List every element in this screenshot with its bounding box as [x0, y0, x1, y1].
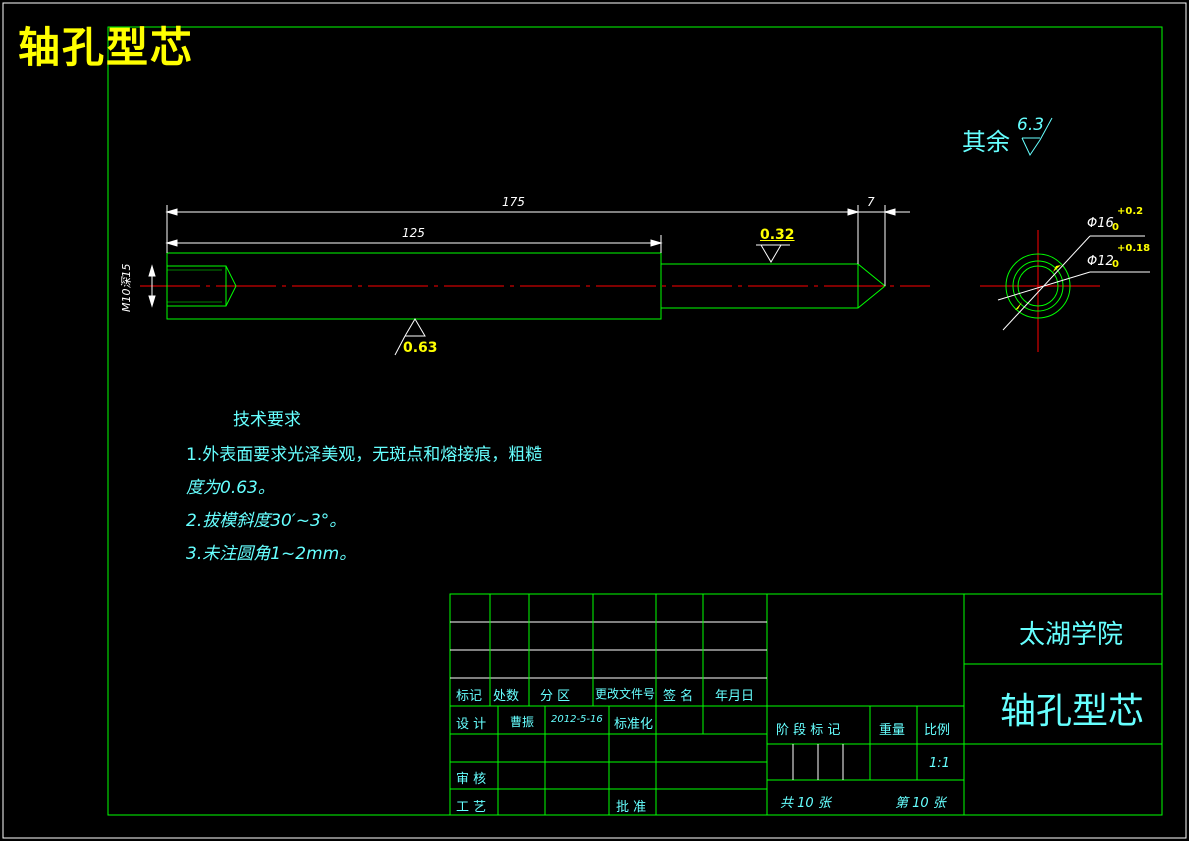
tb-header-count: 处数 [493, 689, 520, 704]
dimension-lines [148, 205, 910, 308]
dim-125-label: 125 [402, 226, 425, 240]
tb-header-date: 年月日 [715, 689, 755, 704]
tb-sheet-number: 第 10 张 [895, 796, 946, 811]
roughness-symbol-063 [404, 318, 426, 337]
tb-scale-label: 比例 [924, 723, 951, 738]
rest-roughness-label: 其余 [962, 128, 1010, 156]
dim-phi12-lower-tol: 0 [1112, 259, 1119, 270]
tb-stage-label: 阶 段 标 记 [776, 723, 841, 738]
inner-circle [1017, 265, 1059, 307]
dim-175-label: 175 [502, 195, 525, 209]
dim-7-label: 7 [867, 195, 875, 209]
title-block-grid [449, 593, 1163, 816]
tb-designer: 曹振 [510, 715, 535, 729]
tech-line-3: 2.拔模斜度30′~3°。 [186, 511, 347, 531]
roughness-symbol-032 [760, 244, 782, 263]
shaft-front-view [140, 252, 930, 320]
tb-scale-value: 1:1 [929, 756, 950, 771]
dim-phi12-label: Φ12 [1087, 254, 1114, 269]
outer-circle [1005, 253, 1071, 319]
tech-heading: 技术要求 [233, 410, 301, 430]
tb-process-label: 工 艺 [456, 800, 487, 815]
middle-circle [1012, 260, 1064, 312]
tech-line-2: 度为0.63。 [186, 478, 275, 498]
dim-phi16-upper-tol: +0.2 [1117, 206, 1144, 217]
dim-phi16-lower-tol: 0 [1112, 222, 1119, 233]
tb-school-name: 太湖学院 [1019, 620, 1124, 650]
shaft-large-section [166, 252, 662, 320]
tb-review-label: 审 核 [456, 772, 487, 787]
drawing-title: 轴孔型芯 [18, 23, 195, 72]
tb-standard-label: 标准化 [614, 717, 654, 732]
tb-header-zone: 分 区 [540, 689, 571, 704]
rest-roughness-value: 6.3 [1017, 115, 1045, 135]
dim-phi12-upper-tol: +0.18 [1117, 243, 1151, 254]
tb-approve-label: 批 准 [616, 800, 647, 815]
tb-header-mark: 标记 [456, 689, 483, 704]
tb-design-label: 设 计 [456, 717, 487, 732]
tech-line-4: 3.未注圆角1~2mm。 [186, 544, 357, 564]
tb-design-date: 2012-5-16 [551, 714, 603, 725]
tb-weight-label: 重量 [879, 723, 906, 738]
tb-total-sheets: 共 10 张 [780, 796, 831, 811]
roughness-032-label: 0.32 [760, 227, 795, 243]
threaded-hole [167, 265, 237, 307]
tb-header-sign: 签 名 [663, 689, 694, 704]
dim-thread-label: M10深15 [120, 263, 133, 313]
roughness-063-label: 0.63 [403, 340, 438, 356]
leader-phi12 [997, 271, 1091, 301]
tech-line-1: 1.外表面要求光泽美观，无斑点和熔接痕，粗糙 [186, 445, 543, 465]
dim-phi16-label: Φ16 [1087, 216, 1114, 231]
roughness-symbol-rest [1021, 117, 1053, 157]
tb-part-name: 轴孔型芯 [1000, 691, 1145, 732]
leader-phi16 [1002, 235, 1091, 331]
tb-header-doc: 更改文件号 [595, 687, 656, 701]
roughness-symbols [394, 117, 1053, 356]
shaft-side-view [980, 230, 1150, 352]
